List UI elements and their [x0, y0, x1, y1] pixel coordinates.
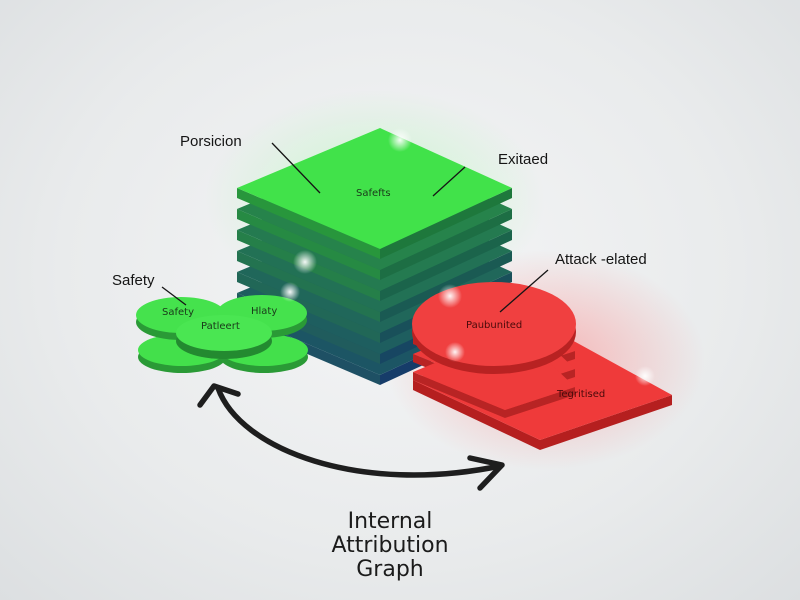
green-layer-top	[237, 128, 512, 249]
sparkle	[293, 250, 317, 274]
green-layer-side-right	[380, 230, 512, 301]
title-line-1: Internal	[347, 509, 433, 534]
green-disc-center	[176, 315, 272, 359]
title-line-3: Graph	[356, 557, 424, 582]
label-safety: Safety	[112, 272, 155, 289]
diagram-title: Internal Attribution Graph	[290, 510, 490, 582]
label-green-disc-left: Safety	[162, 307, 194, 318]
green-disc-cluster	[136, 295, 308, 373]
green-layer-side-left	[237, 209, 380, 280]
arrow-head-left	[197, 383, 241, 408]
label-green-disc-right: Hlaty	[251, 306, 278, 317]
label-red-disc-top: Paubunited	[466, 320, 523, 331]
arrow-head-right	[467, 455, 505, 491]
red-slab-bottom-side-right	[540, 395, 672, 450]
green-layer-side-left	[237, 272, 380, 343]
label-attack-elated: Attack -elated	[555, 251, 647, 268]
bidirectional-arrow	[215, 385, 503, 478]
green-layer-side-right	[380, 209, 512, 280]
label-green-stack-top: Safefts	[356, 188, 391, 199]
label-exitaed: Exitaed	[498, 151, 549, 168]
sparkle	[438, 284, 462, 308]
leader-line-safety	[161, 286, 187, 306]
red-slab-bottom-side-left	[413, 380, 540, 450]
leader-line-exitaed	[432, 166, 466, 197]
red-layer-side-right	[505, 387, 575, 418]
sparkle	[280, 282, 300, 302]
red-layer-stack	[412, 282, 672, 450]
sparkle	[635, 366, 655, 386]
label-green-disc-center: Patleert	[201, 321, 240, 332]
green-layer-side-right	[380, 188, 512, 259]
title-line-2: Attribution	[331, 533, 449, 558]
red-layer-side-left	[413, 372, 505, 418]
leader-line-porsicion	[271, 142, 321, 194]
label-porsicion: Porsicion	[180, 133, 242, 150]
green-layer-side-left	[237, 188, 380, 259]
leader-line-attack	[499, 269, 549, 313]
sparkle	[445, 342, 465, 362]
green-layer-side-left	[237, 251, 380, 322]
sparkle	[388, 128, 412, 152]
label-red-slab: Tegritised	[557, 389, 606, 400]
